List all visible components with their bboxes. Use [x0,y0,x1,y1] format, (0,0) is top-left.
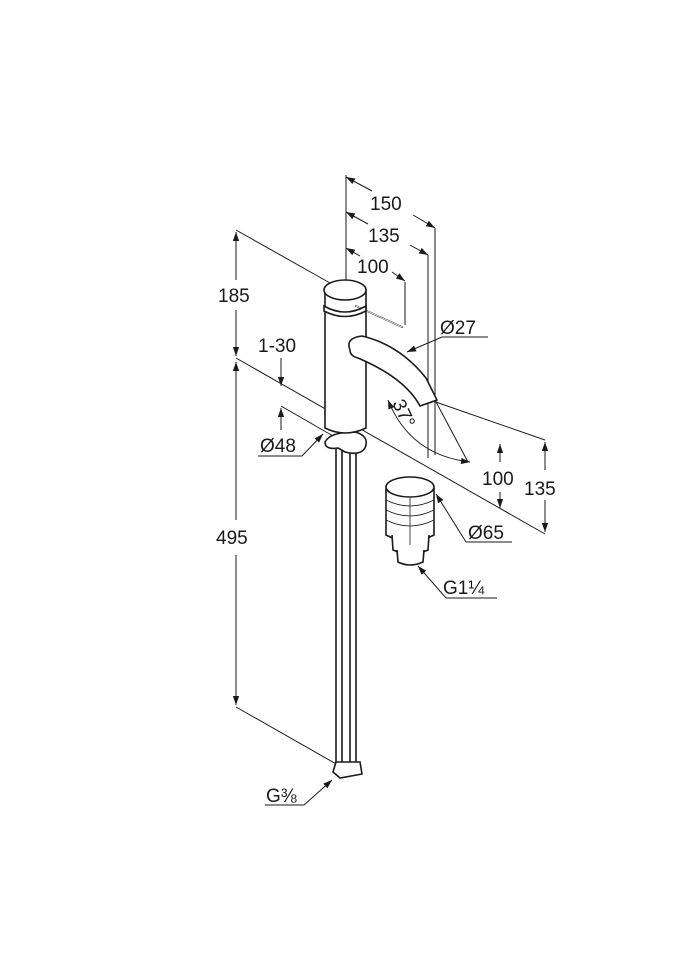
leader-lines [258,336,512,806]
dim-1-30: 1-30 [258,336,296,357]
dimension-labels: 150 135 100 185 1-30 Ø27 37° Ø48 100 135… [216,194,556,807]
dim-495: 495 [216,528,248,549]
dimension-lines [232,176,549,705]
thread-g3-8: G⅜ [266,786,297,807]
dim-48-diameter: Ø48 [260,436,296,457]
waste-plug [385,476,435,566]
dim-185: 185 [218,286,250,307]
dim-100-lever: 100 [357,257,389,278]
dim-65-diameter: Ø65 [468,523,504,544]
dim-27-diameter: Ø27 [440,318,476,339]
dim-100-spout: 100 [482,469,514,490]
thread-g1-1-4: G1¼ [443,578,485,599]
dim-135-spout: 135 [524,479,556,500]
dim-37-angle: 37° [387,396,418,431]
faucet-body [323,279,439,779]
dim-135-top: 135 [368,226,400,247]
dim-150: 150 [370,194,402,215]
